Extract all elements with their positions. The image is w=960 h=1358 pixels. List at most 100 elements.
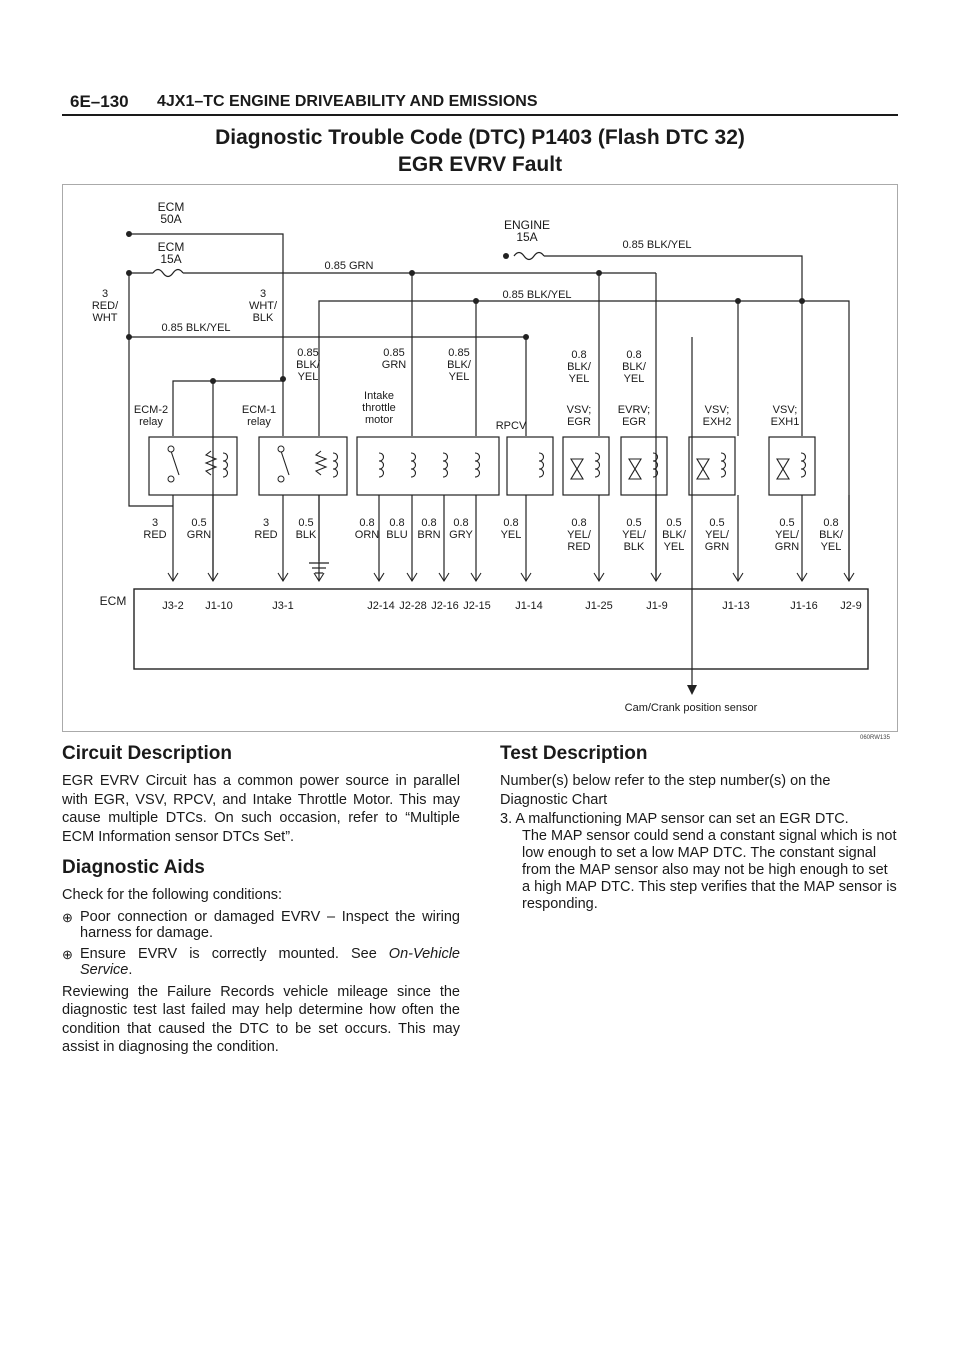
fuse-engine-15a-icon [513, 251, 545, 261]
wire-label: 0.8 [626, 349, 641, 361]
bullet-icon: ⊕ [62, 946, 73, 962]
wire-label: GRN [382, 359, 407, 371]
engine-15a-wire [544, 255, 803, 436]
wire-label-lower: GRN [775, 541, 800, 553]
diagnostic-aid-text: Ensure EVRV is correctly mounted. See [80, 945, 389, 962]
right-column: Test Description Number(s) below refer t… [500, 742, 898, 913]
wire-label-lower: YEL/ [705, 529, 730, 541]
page-number: 6E–130 [70, 92, 129, 111]
dtc-title-line2: EGR EVRV Fault [397, 153, 563, 176]
wire-label-lower: 0.5 [191, 517, 206, 529]
service-reference: On-Vehicle Service [80, 945, 460, 979]
coil-icon [332, 452, 339, 478]
wire-label-lower: RED [143, 529, 166, 541]
wire-label: 0.8 [571, 349, 586, 361]
valve-icon [570, 458, 584, 480]
wire-label-lower: 0.5 [666, 517, 681, 529]
wire-label-red-wht: WHT [92, 312, 117, 324]
rpcv-box [506, 436, 554, 496]
wire-label-lower: BLK [624, 541, 645, 553]
fuse-ecm-15a-label: ECM [158, 240, 185, 254]
wire-label-lower: YEL/ [775, 529, 800, 541]
connector-icon [313, 572, 325, 583]
wire-label: 0.85 [383, 347, 404, 359]
evrv-egr-label: EVRV; [618, 404, 650, 416]
wire-label: YEL [449, 371, 470, 383]
splice-dot [799, 298, 805, 304]
coil-icon [222, 452, 229, 478]
coil-icon [652, 452, 659, 478]
wire-label-lower: YEL [664, 541, 685, 553]
ecm-1-relay-label: ECM-1 [242, 404, 276, 416]
diagnostic-aids-closing: Reviewing the Failure Records vehicle mi… [62, 983, 460, 1056]
rpcv-label: RPCV [496, 420, 527, 432]
wire-label-lower: YEL/ [622, 529, 647, 541]
connector-icon [732, 572, 744, 583]
wire-label-lower: 0.5 [709, 517, 724, 529]
wire-label-lower: 0.8 [503, 517, 518, 529]
wire-label-blk-yel-top: 0.85 BLK/YEL [622, 239, 691, 251]
vsv-egr-label: VSV; [567, 404, 592, 416]
resistor-icon [314, 450, 328, 476]
bullet-icon: ⊕ [62, 909, 73, 925]
test-step-item: 3. A malfunctioning MAP sensor can set a… [500, 811, 898, 913]
wire-label-lower: RED [567, 541, 590, 553]
fuse-ecm-50a-label: 50A [160, 212, 181, 226]
coil-icon [410, 452, 417, 478]
wire-label-lower: GRN [187, 529, 212, 541]
wire-label-lower: GRY [449, 529, 473, 541]
wire-label-blk-yel-mid: 0.85 BLK/YEL [502, 289, 571, 301]
wire-label: 0.85 [297, 347, 318, 359]
intake-throttle-motor-label: throttle [362, 402, 396, 414]
wire-label: BLK/ [447, 359, 472, 371]
valve-icon [696, 458, 710, 480]
vsv-exh1-box [768, 436, 816, 496]
valve-icon [628, 458, 642, 480]
connector-icon [796, 572, 808, 583]
cam-crank-sensor-label: Cam/Crank position sensor [625, 702, 758, 714]
ecm-label: ECM [100, 594, 127, 608]
connector-icon [373, 572, 385, 583]
wire-label-lower: 0.8 [571, 517, 586, 529]
coil-icon [378, 452, 385, 478]
wire-label-lower: 0.5 [626, 517, 641, 529]
wire-label-lower: RED [254, 529, 277, 541]
wire-label-wht-blk: BLK [253, 312, 274, 324]
wire-label-lower: 0.5 [298, 517, 313, 529]
pin-label: J1-16 [790, 600, 818, 612]
fuse-engine-15a-label: 15A [516, 230, 537, 244]
vsv-egr-box [562, 436, 610, 496]
switch-icon [280, 450, 290, 476]
ecm-1-relay-box [258, 436, 348, 496]
pin-label: J2-15 [463, 600, 491, 612]
left-column: Circuit Description EGR EVRV Circuit has… [62, 742, 460, 1057]
connector-icon [277, 572, 289, 583]
pin-label: J1-13 [722, 600, 750, 612]
wire-label-lower: BLU [386, 529, 407, 541]
connector-icon [438, 572, 450, 583]
wire-label-grn: 0.85 GRN [325, 260, 374, 272]
ecm-1-relay-label: relay [247, 416, 271, 428]
coil-icon [800, 452, 807, 478]
switch-contact-icon [277, 475, 285, 483]
wire-label-wht-blk: WHT/ [249, 300, 278, 312]
connector-icon [650, 572, 662, 583]
test-step-text: The MAP sensor could send a constant sig… [522, 828, 897, 912]
switch-contact-icon [167, 445, 175, 453]
pin-label: J1-9 [646, 600, 667, 612]
intake-throttle-motor-label: motor [365, 414, 393, 426]
valve-icon [776, 458, 790, 480]
wire-label-blk-yel-left: 0.85 BLK/YEL [161, 322, 230, 334]
wire-label: BLK/ [296, 359, 321, 371]
wire-label-lower: 0.5 [779, 517, 794, 529]
coil-icon [474, 452, 481, 478]
wire-label-lower: YEL [501, 529, 522, 541]
pin-label: J3-2 [162, 600, 183, 612]
wire-label: BLK/ [567, 361, 592, 373]
intake-throttle-motor-label: Intake [364, 390, 394, 402]
pin-label: J2-9 [840, 600, 861, 612]
wire-label-lower: YEL [821, 541, 842, 553]
pin-label: J2-28 [399, 600, 427, 612]
wire-label-red-wht: 3 [102, 288, 108, 300]
